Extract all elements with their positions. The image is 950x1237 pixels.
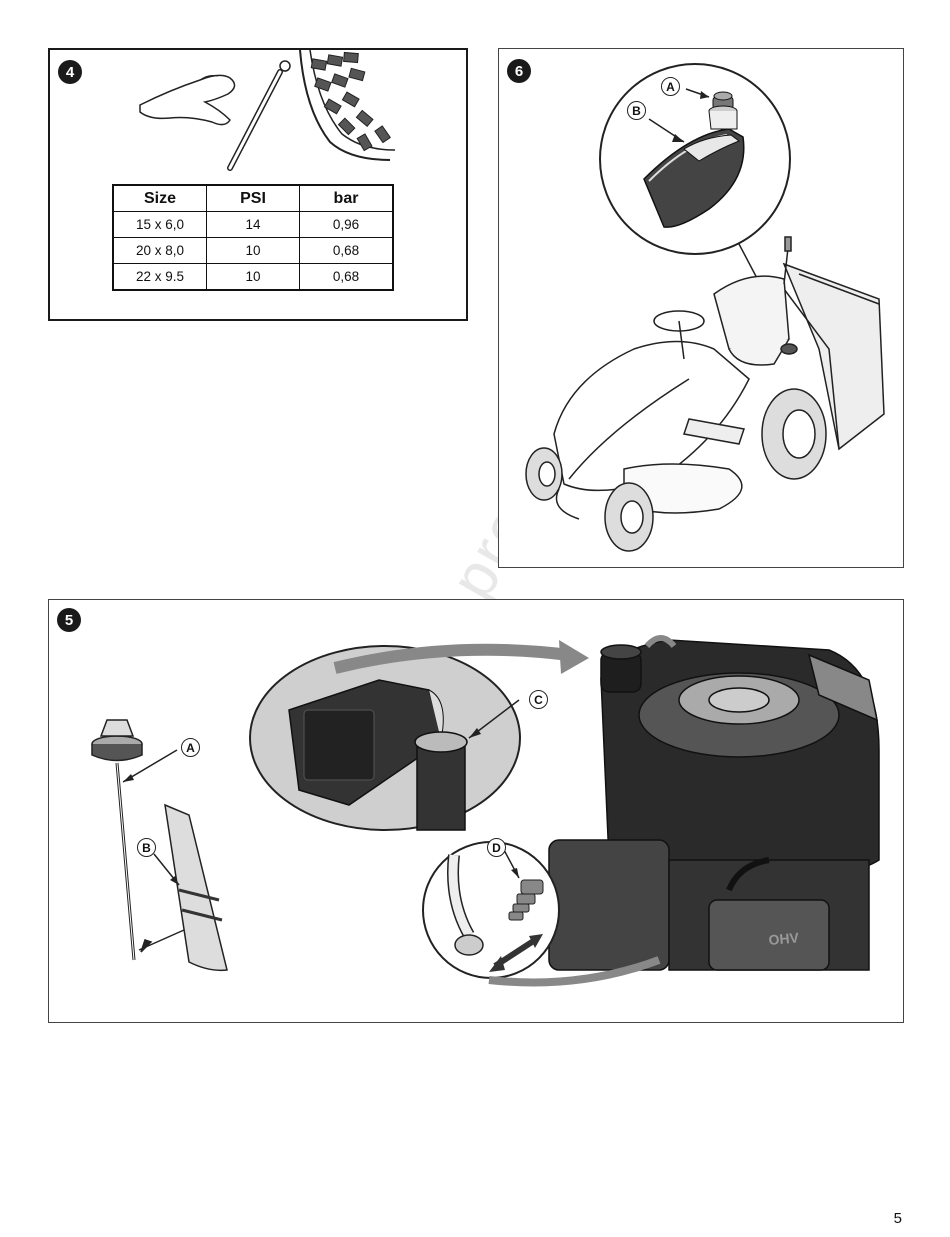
figure-6-panel: 6 (498, 48, 904, 568)
callout-d: D (487, 838, 506, 857)
cell-size: 22 x 9.5 (113, 264, 207, 291)
table-row: 20 x 8,0 10 0,68 (113, 238, 393, 264)
callout-b: B (137, 838, 156, 857)
cell-psi: 10 (207, 238, 300, 264)
riding-mower-illustration (499, 49, 905, 569)
figure-4-badge: 4 (58, 60, 82, 84)
cell-bar: 0,68 (300, 238, 394, 264)
figure-4-panel: 4 Size PSI (48, 48, 468, 321)
cell-size: 20 x 8,0 (113, 238, 207, 264)
header-bar: bar (300, 185, 394, 212)
table-row: 22 x 9.5 10 0,68 (113, 264, 393, 291)
figure-5-panel: 5 (48, 599, 904, 1023)
header-psi: PSI (207, 185, 300, 212)
cell-bar: 0,68 (300, 264, 394, 291)
ohv-label: OHV (768, 929, 800, 948)
header-size: Size (113, 185, 207, 212)
cell-psi: 10 (207, 264, 300, 291)
callout-a: A (661, 77, 680, 96)
callout-a: A (181, 738, 200, 757)
cell-bar: 0,96 (300, 212, 394, 238)
callout-b: B (627, 101, 646, 120)
cell-psi: 14 (207, 212, 300, 238)
table-row: 15 x 6,0 14 0,96 (113, 212, 393, 238)
engine-oil-illustration: OHV (49, 600, 905, 1024)
tire-pressure-table: Size PSI bar 15 x 6,0 14 0,96 20 x 8,0 1… (112, 184, 394, 291)
callout-c: C (529, 690, 548, 709)
tire-gauge-illustration (130, 50, 430, 180)
page-number: 5 (894, 1210, 902, 1227)
cell-size: 15 x 6,0 (113, 212, 207, 238)
table-header-row: Size PSI bar (113, 185, 393, 212)
